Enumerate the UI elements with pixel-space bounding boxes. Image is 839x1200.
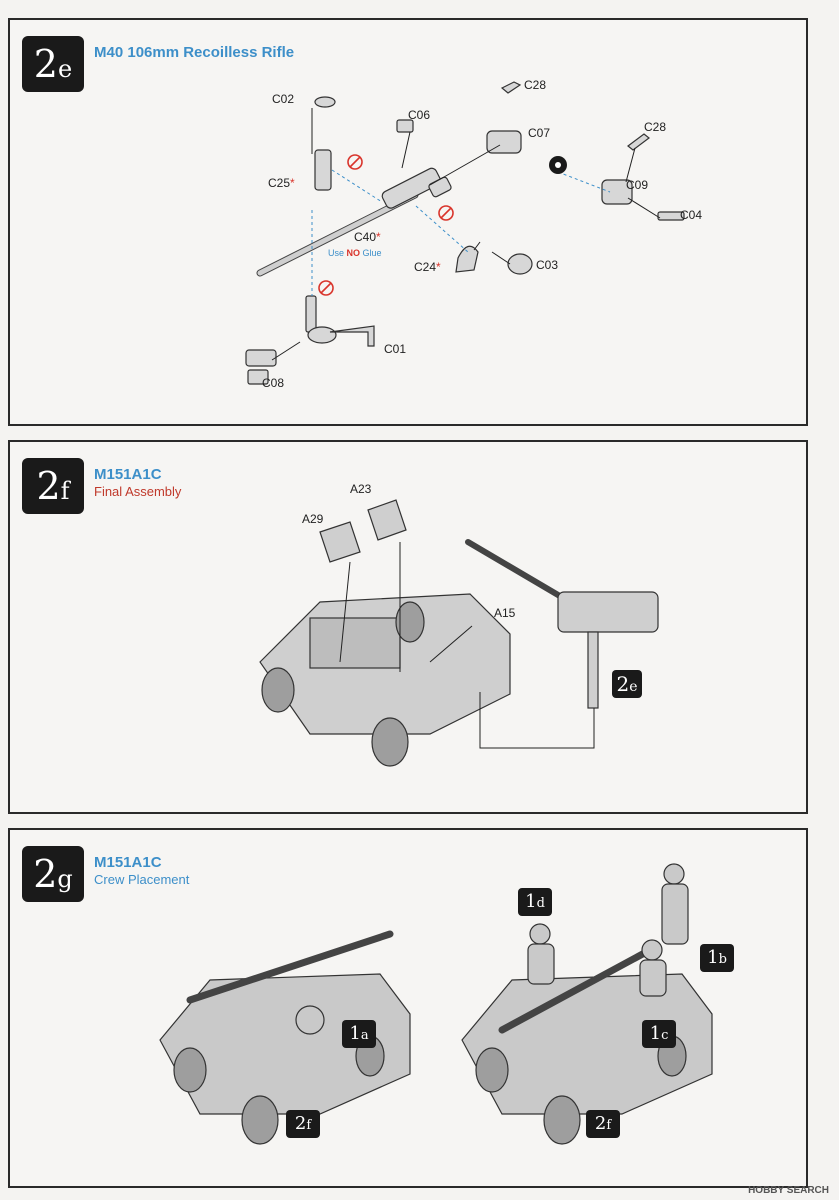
part-label: C03 xyxy=(536,258,559,272)
note-suffix: Glue xyxy=(362,248,382,258)
part-label: C28 xyxy=(644,120,667,134)
step-2e-panel: 2e M40 106mm Recoilless Rifle xyxy=(8,18,808,426)
badge-number: 2 xyxy=(33,42,58,86)
badge-number: 2 xyxy=(33,852,58,896)
ref-number: 1 xyxy=(649,1023,662,1044)
figure-ref-badge-1c: 1c xyxy=(642,1020,676,1048)
ref-letter: f xyxy=(606,1118,612,1133)
ref-letter: b xyxy=(718,952,727,967)
cement-icon xyxy=(549,156,567,174)
badge-letter: f xyxy=(60,477,70,505)
step-title: M40 106mm Recoilless Rifle xyxy=(94,44,295,61)
note-no: NO xyxy=(346,248,361,258)
part-label: C06 xyxy=(408,108,431,122)
ref-number: 2 xyxy=(594,1113,607,1134)
part-label: C08 xyxy=(262,376,285,390)
step-badge: 2g xyxy=(22,846,84,902)
part-label: C01 xyxy=(384,342,407,356)
step-ref-badge-2f-right: 2f xyxy=(586,1110,620,1138)
part-label: C09 xyxy=(626,178,649,192)
part-label: C40 xyxy=(354,230,377,244)
ref-letter: d xyxy=(536,896,545,911)
crew-placement-diagram xyxy=(159,863,713,1145)
watermark: HOBBY SEARCH xyxy=(748,1185,829,1196)
ref-number: 2 xyxy=(616,672,630,696)
note-prefix: Use xyxy=(328,248,345,258)
figure-ref-badge-1d: 1d xyxy=(518,888,552,916)
ref-number: 2 xyxy=(294,1113,307,1134)
jeep-final-assembly-diagram xyxy=(259,499,659,767)
part-label-c40: C40* xyxy=(354,230,381,244)
badge-letter: e xyxy=(57,55,73,83)
no-glue-icon xyxy=(318,154,454,296)
badge-number: 2 xyxy=(36,464,61,508)
part-label: A15 xyxy=(494,606,516,620)
asterisk: * xyxy=(376,230,381,244)
part-label: C24 xyxy=(414,260,437,274)
part-label-c24: C24* xyxy=(414,260,441,274)
rifle-assembly-diagram xyxy=(245,81,685,385)
step-ref-badge-2f-left: 2f xyxy=(286,1110,320,1138)
step-subtitle: Crew Placement xyxy=(94,872,190,887)
subassembly-ref-badge: 2e xyxy=(612,670,642,698)
part-label: C25 xyxy=(268,176,291,190)
part-label: C02 xyxy=(272,92,295,106)
part-label: A29 xyxy=(302,512,324,526)
badge-letter: g xyxy=(57,865,73,893)
no-glue-note: Use NO Glue xyxy=(328,248,382,258)
step-title: M151A1C xyxy=(94,854,162,871)
part-label: C04 xyxy=(680,208,703,222)
figure-ref-badge-1a: 1a xyxy=(342,1020,376,1048)
part-label-c25: C25* xyxy=(268,176,295,190)
ref-number: 1 xyxy=(525,891,537,912)
step-2f-panel: 2f M151A1C Final Assembly xyxy=(8,440,808,814)
step-badge: 2f xyxy=(22,458,84,514)
ref-number: 1 xyxy=(707,947,719,968)
step-subtitle: Final Assembly xyxy=(94,484,182,499)
ref-letter: e xyxy=(629,679,638,695)
part-label: C07 xyxy=(528,126,551,140)
ref-number: 1 xyxy=(349,1023,361,1044)
step-title: M151A1C xyxy=(94,466,162,483)
ref-letter: f xyxy=(306,1118,312,1133)
step-badge: 2e xyxy=(22,36,84,92)
figure-ref-badge-1b: 1b xyxy=(700,944,734,972)
asterisk: * xyxy=(436,260,441,274)
asterisk: * xyxy=(290,176,295,190)
ref-letter: c xyxy=(661,1028,669,1043)
step-2g-panel: 2g M151A1C Crew Placement 1a 1d xyxy=(8,828,808,1188)
part-label: C28 xyxy=(524,78,547,92)
part-label: A23 xyxy=(350,482,372,496)
ref-letter: a xyxy=(360,1028,369,1043)
